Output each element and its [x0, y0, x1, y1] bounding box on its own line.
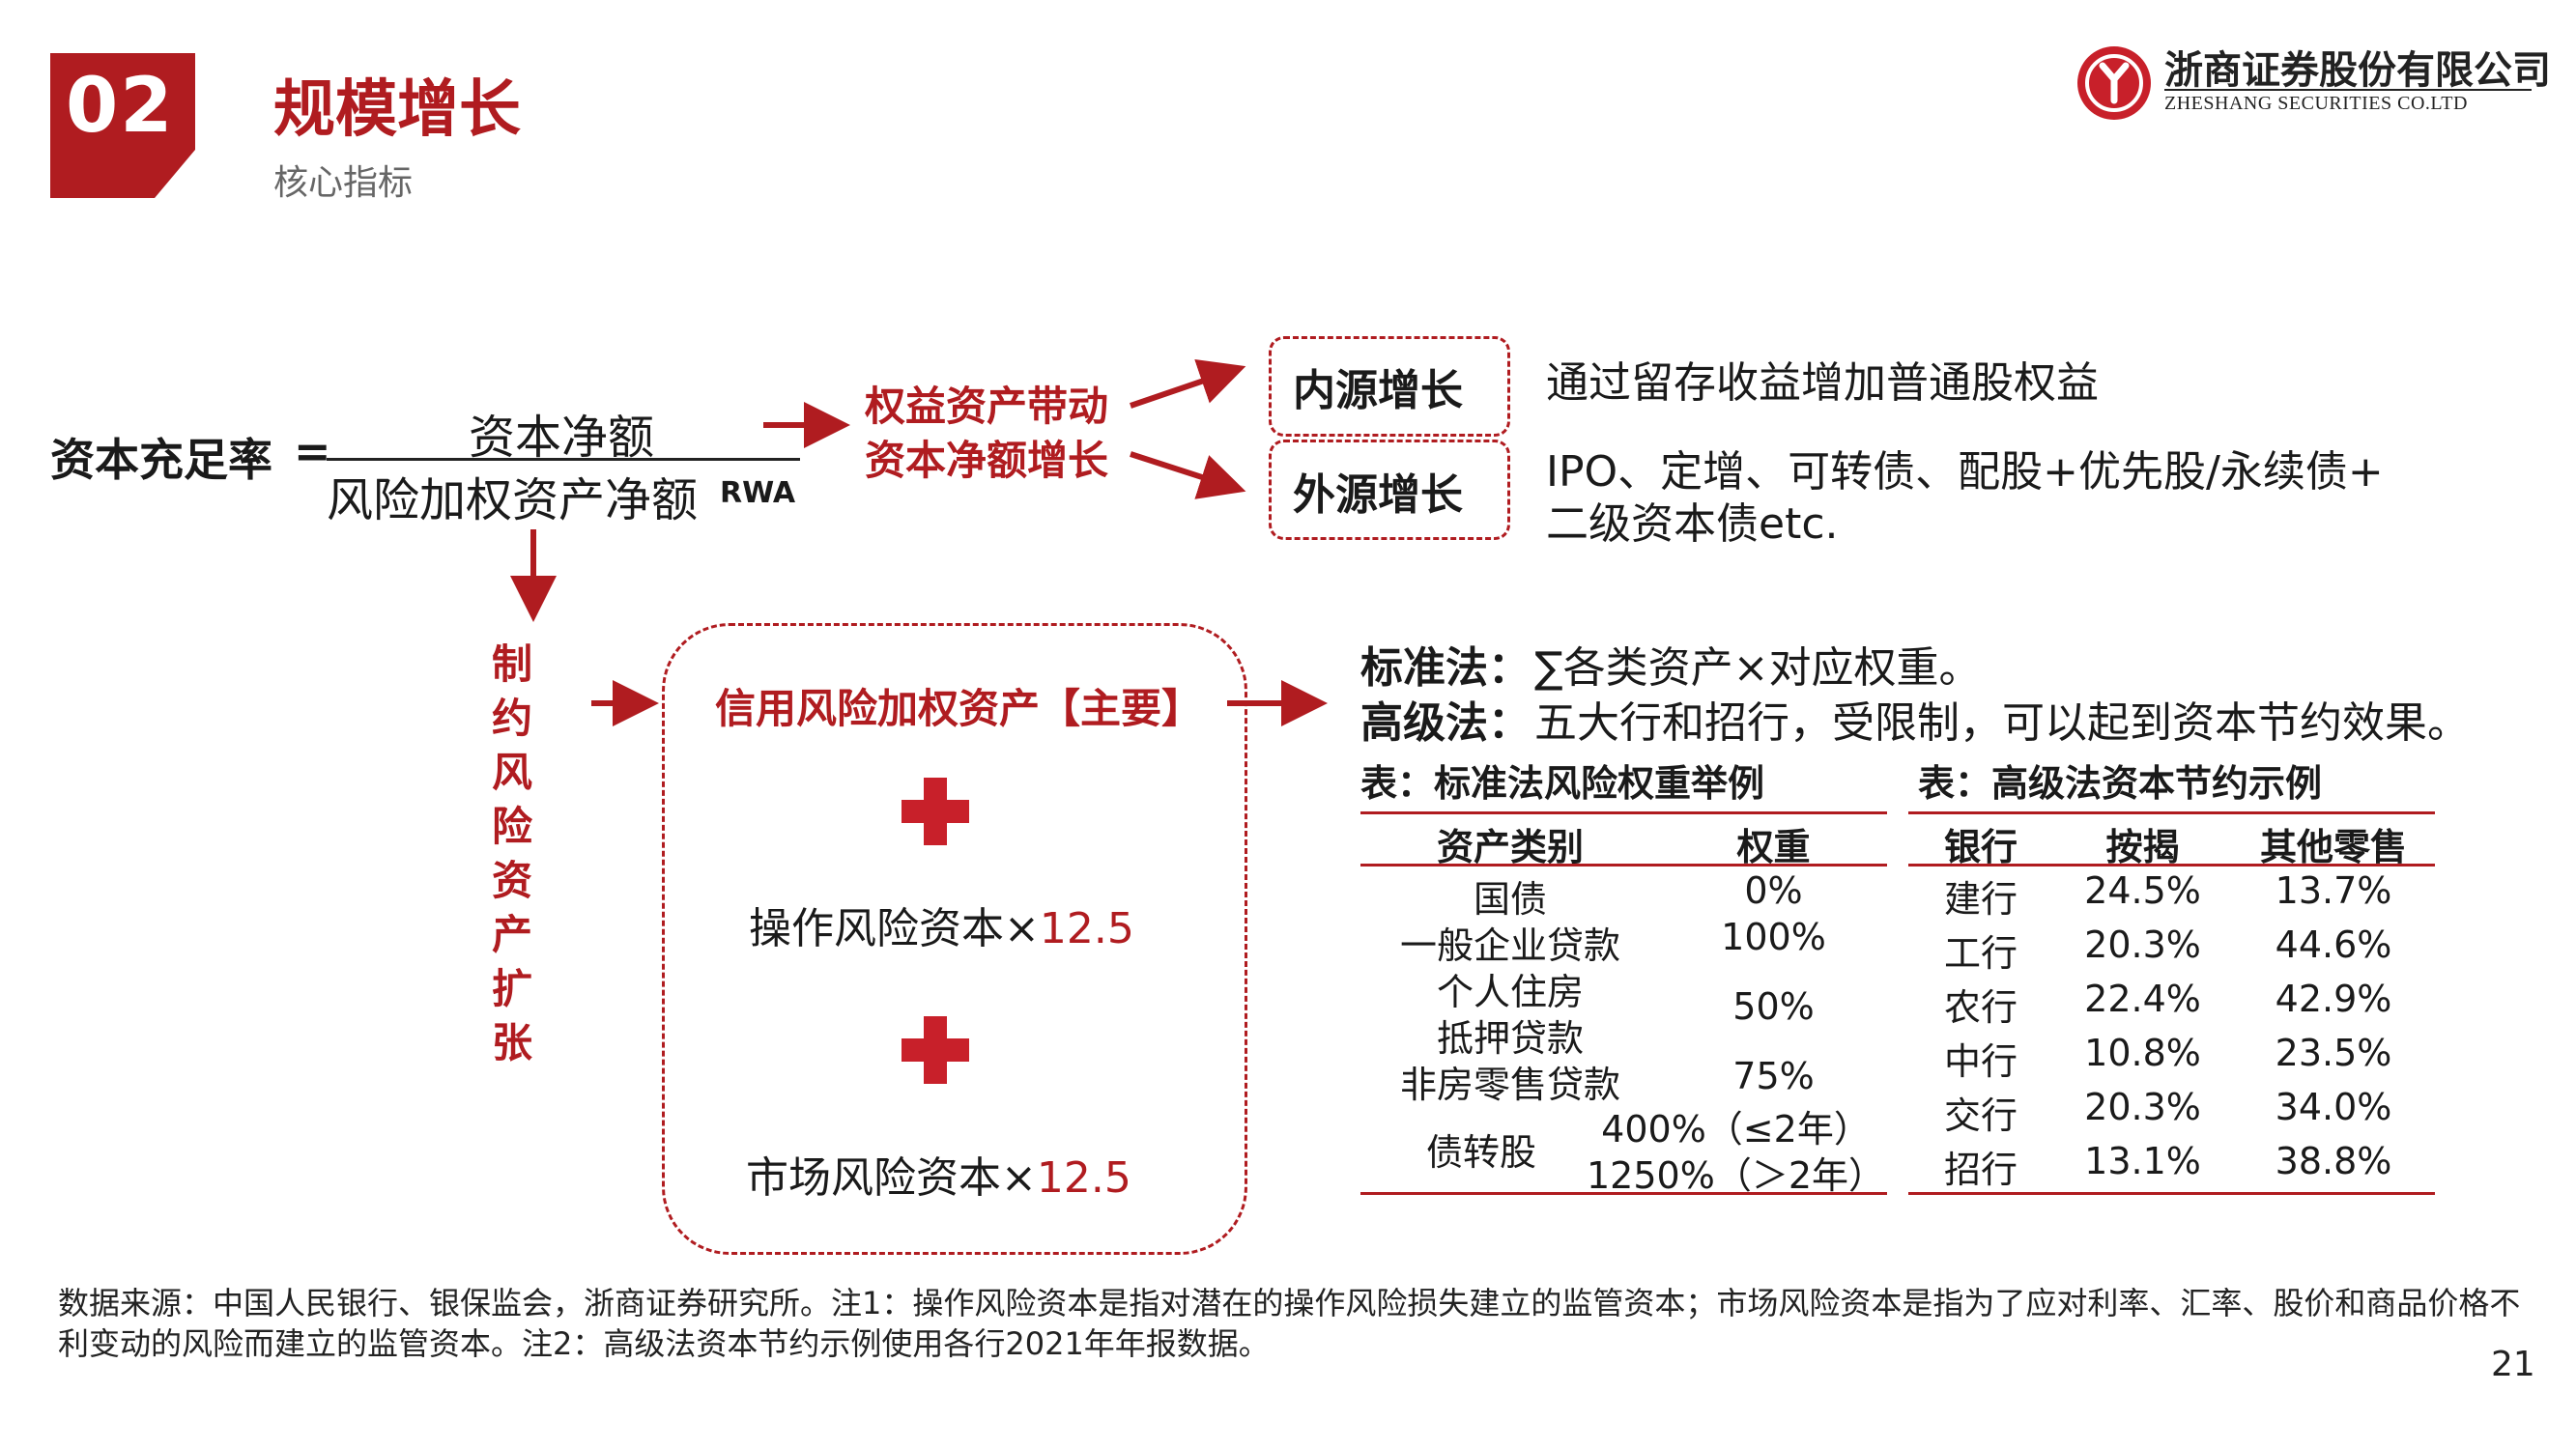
plus-icon: [924, 778, 947, 845]
table-cell: 0%: [1744, 869, 1803, 912]
external-growth-box: [1269, 440, 1510, 540]
equity-effect-text: 权益资产带动 资本净额增长: [865, 380, 1108, 488]
capital-adequacy-label: 资本充足率: [50, 434, 272, 486]
fraction-bar: [327, 458, 800, 461]
advanced-method-text: 五大行和招行，受限制，可以起到资本节约效果。: [1534, 698, 2470, 748]
table-cell: 国债: [1473, 878, 1547, 921]
table-cell: 34.0%: [2275, 1086, 2392, 1128]
external-growth-label: 外源增长: [1293, 470, 1463, 520]
table-cell: 13.1%: [2084, 1140, 2201, 1182]
equity-effect-line2: 资本净额增长: [865, 437, 1109, 484]
table-cell: 75%: [1732, 1055, 1815, 1097]
credit-risk-rwa-label: 信用风险加权资产【主要】: [715, 685, 1203, 732]
page-number: 21: [2491, 1345, 2535, 1384]
table-cell: 44.6%: [2275, 923, 2392, 966]
logo-company-name-en: ZHESHANG SECURITIES CO.LTD: [2164, 93, 2468, 114]
formula-equals: =: [294, 425, 331, 477]
constraint-line3: 资产: [491, 857, 532, 958]
table-header-other-retail: 其他零售: [2259, 826, 2407, 868]
logo-mark-icon: [2085, 54, 2143, 112]
page-title: 规模增长: [273, 74, 521, 146]
table-header-bank: 银行: [1943, 826, 2018, 868]
table-cell: 个人住房: [1436, 971, 1584, 1013]
table-cell: 建行: [1943, 878, 2018, 921]
operational-risk-factor: 12.5: [1039, 904, 1134, 953]
table-cell: 22.4%: [2084, 978, 2201, 1020]
operational-risk-capital: 操作风险资本×12.5: [749, 894, 1134, 955]
table-header-weight: 权重: [1736, 826, 1811, 868]
standard-table-caption: 表：标准法风险权重举例: [1360, 762, 1765, 805]
section-number: 02: [66, 63, 175, 150]
table-cell: 42.9%: [2275, 978, 2392, 1020]
table-rule: [1360, 811, 1887, 814]
table-header-mortgage: 按揭: [2105, 826, 2180, 868]
internal-growth-box: [1269, 336, 1510, 437]
external-growth-desc: IPO、定增、可转债、配股+优先股/永续债+ 二级资本债etc.: [1546, 446, 2384, 551]
table-cell: 10.8%: [2084, 1032, 2201, 1074]
market-risk-factor: 12.5: [1036, 1153, 1131, 1203]
equity-effect-line1: 权益资产带动: [865, 383, 1109, 430]
formula-denominator: 风险加权资产净额: [327, 473, 699, 527]
logo-company-name: 浙商证券股份有限公司: [2164, 47, 2551, 93]
external-desc-line1: IPO、定增、可转债、配股+优先股/永续债+: [1546, 447, 2384, 497]
table-cell: 中行: [1943, 1040, 2018, 1083]
table-rule: [1360, 1192, 1887, 1195]
table-cell: 24.5%: [2084, 869, 2201, 912]
table-cell: 抵押贷款: [1436, 1017, 1584, 1060]
standard-method-label: 标准法：: [1360, 643, 1531, 693]
constraint-line1: 制约: [491, 640, 532, 742]
advanced-table-caption: 表：高级法资本节约示例: [1918, 762, 2323, 805]
standard-method-text: ∑各类资产×对应权重。: [1534, 643, 1982, 693]
table-cell: 13.7%: [2275, 869, 2392, 912]
footnote: 数据来源：中国人民银行、银保监会，浙商证券研究所。注1：操作风险资本是指对潜在的…: [58, 1285, 2521, 1362]
table-cell: 农行: [1943, 986, 2018, 1029]
table-cell: 50%: [1732, 985, 1815, 1028]
badge-corner-cut: [155, 150, 195, 198]
arrow-to-internal: [1130, 358, 1246, 409]
rwa-components-box: [662, 623, 1247, 1255]
table-cell: 工行: [1943, 932, 2018, 975]
table-cell: 招行: [1943, 1149, 2018, 1191]
table-header-category: 资产类别: [1436, 826, 1584, 868]
market-risk-prefix: 市场风险资本×: [746, 1153, 1037, 1203]
table-cell: 一般企业贷款: [1399, 924, 1620, 967]
table-cell: 23.5%: [2275, 1032, 2392, 1074]
table-rule: [1908, 811, 2435, 814]
table-rule: [1908, 1192, 2435, 1195]
table-cell: 债转股: [1425, 1131, 1536, 1174]
formula-numerator: 资本净额: [469, 411, 655, 465]
section-badge: [50, 53, 195, 198]
advanced-method-label: 高级法：: [1360, 698, 1531, 748]
table-cell: 400%（≤2年）: [1601, 1108, 1871, 1151]
constraint-line4: 扩张: [491, 965, 532, 1066]
external-desc-line2: 二级资本债etc.: [1546, 499, 1839, 549]
formula-rwa-suffix: RWA: [720, 476, 796, 510]
table-cell: 20.3%: [2084, 1086, 2201, 1128]
table-cell: 100%: [1721, 916, 1826, 958]
page-subtitle: 核心指标: [273, 163, 414, 203]
table-cell: 1250%（＞2年）: [1587, 1154, 1885, 1197]
table-rule: [1908, 864, 2435, 867]
constraint-line2: 风险: [491, 749, 532, 850]
table-cell: 20.3%: [2084, 923, 2201, 966]
table-rule: [1360, 864, 1887, 867]
logo-divider: [2164, 89, 2532, 91]
table-cell: 非房零售贷款: [1399, 1064, 1620, 1106]
table-cell: 交行: [1943, 1094, 2018, 1137]
market-risk-capital: 市场风险资本×12.5: [746, 1143, 1131, 1205]
plus-icon: [924, 1016, 947, 1084]
table-cell: 38.8%: [2275, 1140, 2392, 1182]
internal-growth-desc: 通过留存收益增加普通股权益: [1546, 358, 2099, 408]
constraint-label: 制约 风险 资产 扩张: [483, 638, 541, 1070]
arrow-to-external: [1130, 451, 1246, 499]
internal-growth-label: 内源增长: [1293, 366, 1463, 415]
operational-risk-prefix: 操作风险资本×: [749, 904, 1040, 953]
